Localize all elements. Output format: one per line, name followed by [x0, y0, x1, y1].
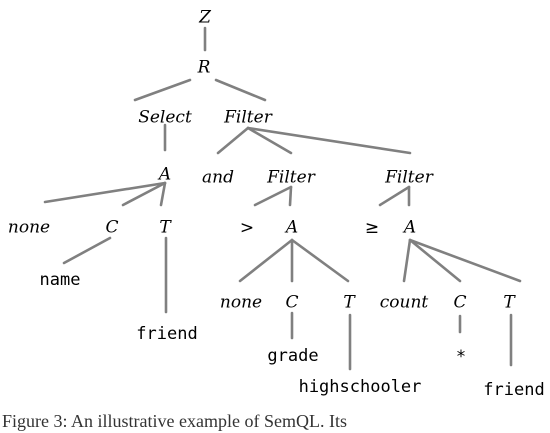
edge-filter_top-filter_l [246, 126, 293, 155]
edge-filter_l-A2 [288, 185, 293, 207]
edge-A3-C3 [408, 238, 462, 283]
node-ge: ≥ [365, 218, 379, 238]
edge-A1-none1 [43, 181, 167, 204]
node-grade: grade [267, 346, 318, 366]
figure-caption: Figure 3: An illustrative example of Sem… [2, 411, 347, 431]
node-C2: C [285, 293, 298, 313]
edge-filter_r-ge [378, 185, 411, 207]
node-filter_l: Filter [266, 168, 316, 188]
edge-filter_l-gt [253, 185, 293, 207]
edge-C1-name [62, 236, 112, 265]
edge-R-select [133, 78, 192, 102]
node-C1: C [105, 218, 118, 238]
node-A1: A [157, 165, 171, 185]
edge-filter_top-filter_r [246, 126, 412, 155]
edge-filter_top-and [216, 126, 250, 155]
tree-edges [43, 26, 522, 371]
node-Z: Z [198, 8, 212, 28]
node-T2: T [343, 293, 356, 313]
edge-A2-none2 [238, 238, 294, 283]
node-name: name [40, 270, 81, 290]
edge-A3-count [402, 238, 412, 283]
edge-A2-T2 [290, 238, 350, 283]
node-A3: A [402, 218, 416, 238]
edge-R-filter_top [214, 78, 267, 102]
node-and: and [202, 168, 234, 188]
edge-A1-T1 [159, 181, 167, 207]
node-T1: T [159, 218, 172, 238]
edge-A3-T3 [408, 238, 522, 283]
node-highschooler: highschooler [299, 377, 422, 397]
node-C3: C [453, 293, 466, 313]
node-friend2: friend [483, 380, 544, 400]
node-none2: none [220, 293, 262, 313]
node-T3: T [503, 293, 516, 313]
node-A2: A [284, 218, 298, 238]
node-count: count [380, 293, 429, 313]
node-R: R [197, 58, 211, 78]
node-none1: none [8, 218, 50, 238]
node-star: * [456, 347, 466, 367]
node-filter_top: Filter [223, 108, 273, 128]
edge-A1-C1 [121, 181, 167, 207]
node-friend1: friend [136, 324, 197, 344]
node-gt: > [240, 218, 254, 238]
node-select: Select [138, 108, 192, 128]
node-filter_r: Filter [384, 168, 434, 188]
